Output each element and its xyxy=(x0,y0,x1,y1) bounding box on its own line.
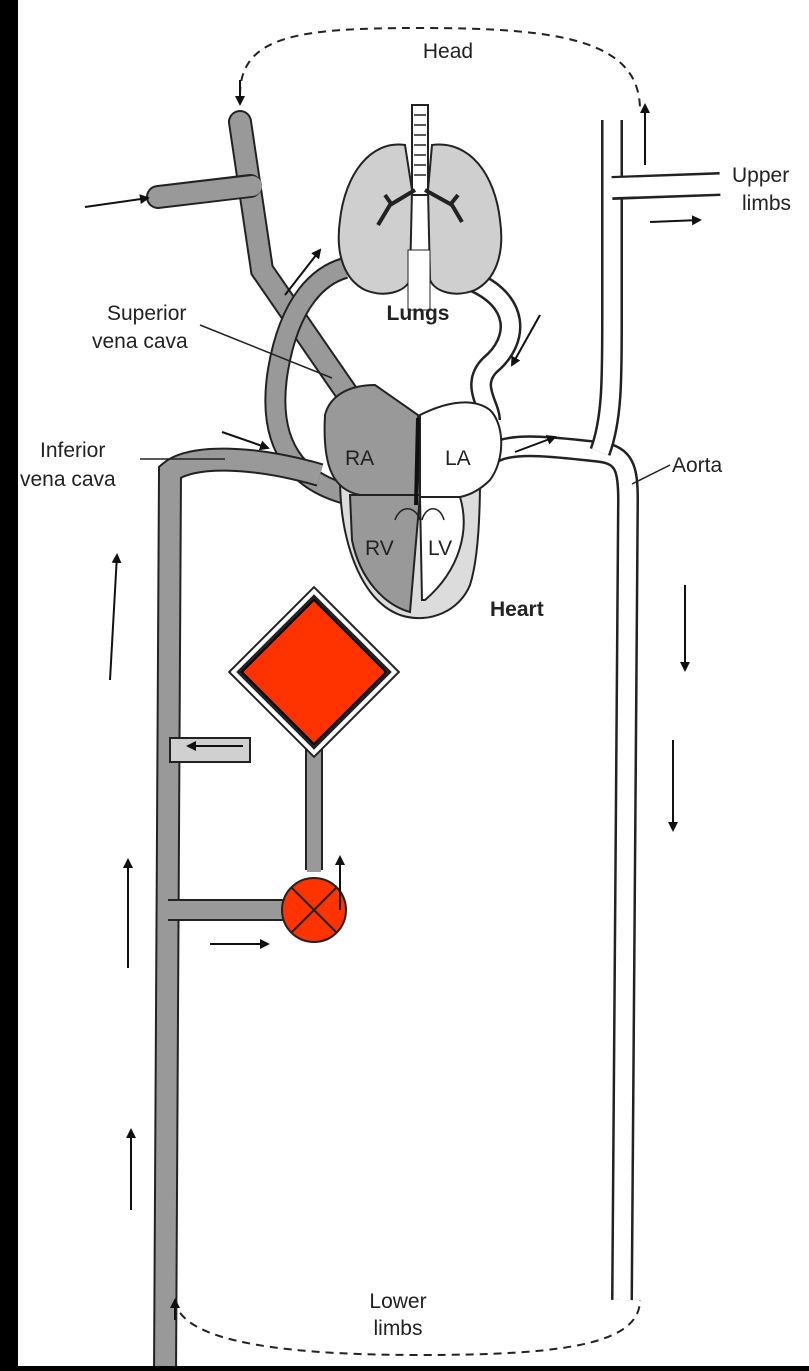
label-inferior-vena-cava-1: Inferior xyxy=(40,439,105,462)
label-heart: Heart xyxy=(490,598,544,621)
label-lv: LV xyxy=(428,537,452,560)
label-superior-vena-cava-2: vena cava xyxy=(92,330,188,353)
label-head: Head xyxy=(423,40,473,63)
label-la: LA xyxy=(445,447,471,470)
label-rv: RV xyxy=(365,537,394,560)
label-lower-limbs-1: Lower xyxy=(369,1290,426,1313)
label-ra: RA xyxy=(345,447,374,470)
label-superior-vena-cava-1: Superior xyxy=(107,302,186,325)
ivc-branch-upper xyxy=(170,738,250,762)
label-lungs: Lungs xyxy=(387,302,450,325)
crossed-circle-icon xyxy=(282,878,346,942)
label-lower-limbs-2: limbs xyxy=(373,1317,422,1340)
paper-background xyxy=(18,0,809,1366)
label-upper-limbs-1: Upper xyxy=(732,164,789,187)
label-upper-limbs-2: limbs xyxy=(742,192,791,215)
label-inferior-vena-cava-2: vena cava xyxy=(20,468,116,491)
label-aorta: Aorta xyxy=(672,454,723,477)
